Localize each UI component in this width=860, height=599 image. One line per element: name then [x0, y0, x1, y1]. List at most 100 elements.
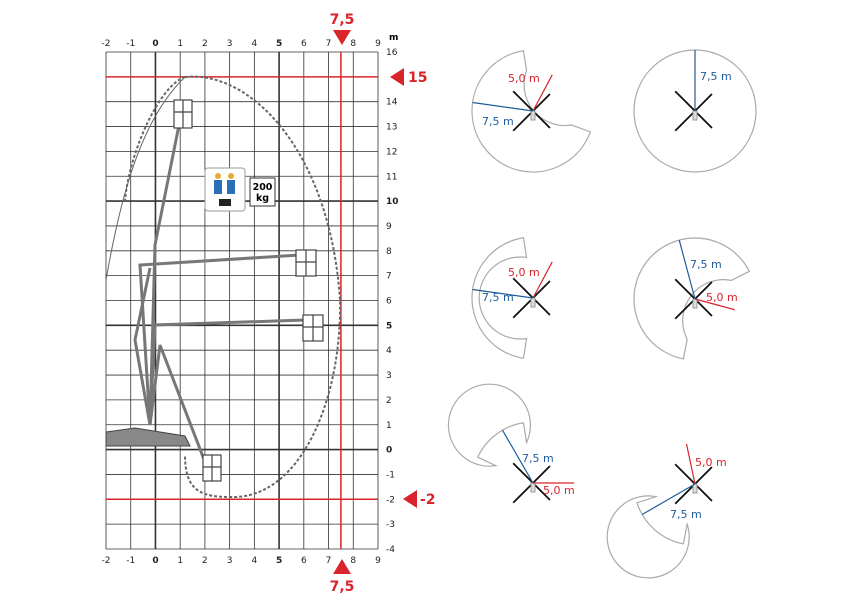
outrigger-leg-icon — [694, 110, 713, 129]
unit-label: m — [389, 33, 398, 43]
reach-area — [471, 50, 592, 173]
outrigger-leg-icon — [532, 482, 551, 501]
outrigger-leg-icon — [532, 280, 551, 299]
reach-5m-label: 5,0 m — [508, 266, 540, 279]
y-tick-label: 2 — [386, 396, 392, 406]
machine-icon — [530, 110, 536, 121]
x-tick-label-bottom: -1 — [126, 556, 135, 566]
y-tick-label: -2 — [386, 495, 395, 505]
outrigger-diagram-3: 5,0 m7,5 m — [471, 237, 553, 359]
load-value: 200 — [253, 182, 273, 193]
reach-7-5m-label: 7,5 m — [522, 452, 554, 465]
lift-silhouette: 200 kg — [105, 75, 342, 499]
reach-envelope — [124, 75, 342, 499]
outrigger-leg-icon — [674, 483, 696, 505]
outrigger-leg-icon — [674, 90, 696, 112]
load-badge — [249, 177, 276, 207]
outrigger-leg-icon — [512, 482, 534, 504]
outrigger-diagram-5: 5,0 m 7,5 m — [447, 383, 575, 504]
outrigger-leg-icon — [512, 297, 534, 319]
reach-7-5m-label: 7,5 m — [690, 258, 722, 271]
x-tick-label-top: 5 — [276, 39, 282, 49]
y-tick-label: -1 — [386, 470, 395, 480]
y-tick-label: 14 — [386, 98, 398, 108]
x-tick-label-top: 1 — [177, 39, 183, 49]
y-tick-label: 11 — [386, 172, 397, 182]
top-outreach-label: 7,5 — [330, 12, 355, 28]
x-tick-label-top: 3 — [227, 39, 233, 49]
height-label: 15 — [408, 70, 427, 86]
x-tick-label-bottom: 6 — [301, 556, 307, 566]
reach-5m-label: 5,0 m — [508, 72, 540, 85]
reach-7-5m-line — [678, 239, 696, 300]
tracked-base — [105, 427, 191, 447]
outrigger-leg-icon — [694, 298, 713, 317]
outrigger-diagram-2: 7,5 m — [633, 49, 757, 173]
x-tick-label-top: 9 — [375, 39, 381, 49]
outrigger-leg-icon — [694, 466, 713, 485]
outrigger-diagram-6: 5,0 m7,5 m — [606, 443, 727, 579]
y-tick-label: 3 — [386, 371, 392, 381]
machine-icon — [530, 297, 536, 308]
reach-5m-label: 5,0 m — [543, 484, 575, 497]
y-tick-label: -4 — [386, 545, 395, 555]
reach-area — [471, 237, 528, 359]
outrigger-leg-icon — [532, 297, 551, 316]
outrigger-leg-icon — [512, 110, 534, 132]
outrigger-leg-icon — [694, 93, 713, 112]
x-tick-label-top: 6 — [301, 39, 307, 49]
reach-7-5m-line — [472, 288, 534, 299]
top-outreach-arrow — [333, 30, 351, 45]
y-tick-label: 1 — [386, 421, 392, 431]
outrigger-leg-icon — [674, 110, 696, 132]
x-tick-label-top: 0 — [152, 39, 158, 49]
bottom-outreach-label: 7,5 — [330, 579, 355, 595]
reach-5m-line — [685, 443, 696, 485]
bottom-outreach-arrow — [333, 559, 351, 574]
reach-5m-line — [532, 74, 553, 112]
platform-baskets — [173, 99, 324, 482]
y-tick-label: 6 — [386, 297, 392, 307]
x-tick-label-bottom: 5 — [276, 556, 282, 566]
reach-5m-label: 5,0 m — [695, 456, 727, 469]
y-tick-label: 7 — [386, 272, 392, 282]
y-tick-label: 8 — [386, 247, 392, 257]
reach-7-5m-line — [641, 483, 696, 516]
y-tick-label: 10 — [386, 197, 399, 207]
machine-icon — [692, 110, 698, 121]
reach-7-5m-line — [472, 101, 534, 112]
x-tick-label-top: -2 — [102, 39, 111, 49]
boom-positions — [133, 119, 306, 463]
y-tick-label: 13 — [386, 123, 397, 133]
y-tick-label: 0 — [386, 446, 392, 456]
machine-icon — [692, 298, 698, 309]
reach-7-5m-line — [501, 429, 534, 484]
x-tick-label-bottom: 0 — [152, 556, 158, 566]
grid: -2-2-1-100112233445566778899161413121110… — [102, 39, 399, 566]
y-tick-label: 5 — [386, 321, 392, 331]
reach-envelope-left — [105, 76, 186, 281]
y-tick-label: 16 — [386, 48, 398, 58]
depth-arrow — [403, 490, 417, 508]
reach-5m-label: 5,0 m — [706, 291, 738, 304]
y-tick-label: -3 — [386, 520, 395, 530]
reach-5m-line — [694, 298, 735, 311]
reach-5m-line — [532, 261, 553, 299]
outrigger-leg-icon — [674, 298, 696, 320]
outrigger-leg-icon — [674, 278, 696, 300]
operators-icon — [204, 167, 246, 212]
outrigger-leg-icon — [694, 483, 713, 502]
x-tick-label-bottom: 2 — [202, 556, 208, 566]
limit-markers: 7,5 7,5 15 -2 m — [330, 12, 436, 595]
reach-7-5m-label: 7,5 m — [700, 70, 732, 83]
x-tick-label-top: 4 — [251, 39, 257, 49]
x-tick-label-top: 8 — [350, 39, 356, 49]
outrigger-diagram-1: 5,0 m7,5 m — [471, 50, 592, 173]
outrigger-leg-icon — [532, 93, 551, 112]
machine-icon — [530, 482, 536, 493]
depth-label: -2 — [420, 492, 436, 508]
outrigger-leg-icon — [674, 463, 696, 485]
x-tick-label-bottom: 9 — [375, 556, 381, 566]
reach-area — [447, 383, 531, 467]
